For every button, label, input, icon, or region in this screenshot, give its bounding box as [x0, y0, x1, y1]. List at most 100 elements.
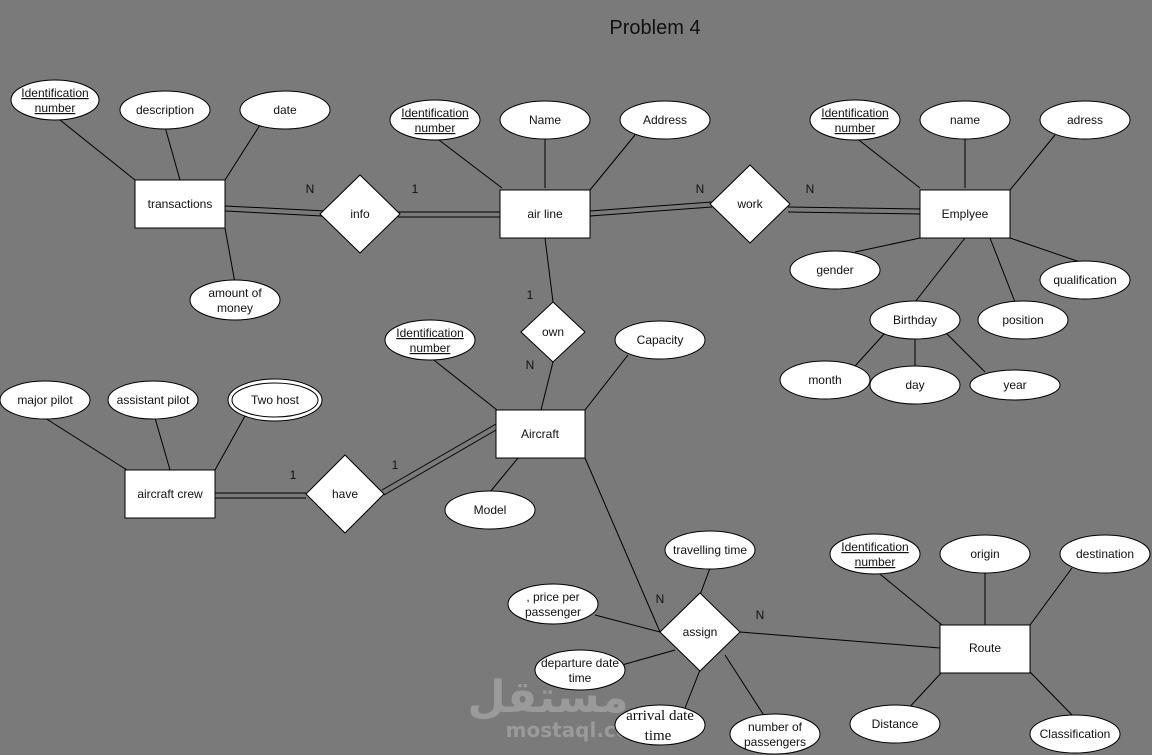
- attr-employee-gender: gender: [789, 250, 881, 290]
- relationship-info: info: [319, 174, 401, 254]
- attr-employee-address: adress: [1039, 100, 1131, 140]
- attr-transactions-date-label: date: [273, 103, 297, 117]
- entity-crew-label: aircraft crew: [137, 487, 203, 501]
- attr-airline-id-line2: number: [415, 121, 456, 135]
- connectors: [44, 119, 1081, 719]
- attr-birthday-year: year: [969, 369, 1061, 401]
- cardinality-work-employee: N: [806, 182, 815, 196]
- attr-assign-arrival: arrival date time: [614, 704, 706, 746]
- entity-employee: Emplyee: [919, 189, 1011, 239]
- attr-assign-departure: departure date time: [534, 649, 626, 691]
- relationship-have: have: [305, 454, 385, 534]
- cardinality-info-airline: 1: [412, 182, 419, 196]
- relationship-own-label: own: [542, 325, 564, 339]
- entity-employee-label: Emplyee: [942, 207, 989, 221]
- entity-route-label: Route: [969, 641, 1001, 655]
- attr-assign-num-passengers-line2: passengers: [744, 735, 806, 749]
- attr-assign-departure-line2: time: [569, 671, 592, 685]
- relationship-work: work: [709, 164, 791, 244]
- entity-transactions-label: transactions: [148, 197, 213, 211]
- attr-route-id-line1: Identification: [841, 540, 908, 554]
- attr-airline-address-label: Address: [643, 113, 687, 127]
- entity-airline-label: air line: [527, 207, 563, 221]
- attr-assign-travelling-time: travelling time: [664, 530, 756, 570]
- cardinality-work-airline: N: [696, 182, 705, 196]
- cardinality-own-aircraft: N: [526, 358, 535, 372]
- entity-route: Route: [939, 624, 1031, 674]
- attr-aircraft-model-label: Model: [474, 503, 507, 517]
- diagram-title: Problem 4: [609, 17, 700, 39]
- attr-route-destination: destination: [1059, 534, 1151, 574]
- attr-employee-qualification: qualification: [1039, 260, 1131, 300]
- attr-employee-qualification-label: qualification: [1053, 273, 1116, 287]
- attr-route-distance: Distance: [849, 704, 941, 744]
- attr-airline-name: Name: [499, 100, 591, 140]
- attr-employee-id: Identification number: [809, 99, 901, 141]
- attr-assign-arrival-line2: time: [645, 728, 672, 744]
- attr-airline-id-line1: Identification: [401, 106, 468, 120]
- attr-assign-price-line2: passenger: [525, 605, 581, 619]
- attr-crew-two-host-label: Two host: [251, 393, 300, 407]
- relationship-assign: assign: [659, 592, 741, 672]
- cardinality-own-airline: 1: [527, 288, 534, 302]
- attr-assign-num-passengers-line1: number of: [748, 720, 803, 734]
- attr-employee-address-label: adress: [1067, 113, 1103, 127]
- relationship-info-label: info: [350, 207, 370, 221]
- attr-transactions-id: Identification number: [10, 79, 100, 121]
- attr-transactions-id-line1: Identification: [21, 86, 88, 100]
- attr-route-origin: origin: [939, 534, 1031, 574]
- attr-employee-position: position: [977, 300, 1069, 340]
- cardinality-assign-route: N: [756, 608, 765, 622]
- attr-employee-id-line2: number: [835, 121, 876, 135]
- entity-airline: air line: [499, 189, 591, 239]
- relationship-have-label: have: [332, 487, 358, 501]
- attr-crew-major-pilot-label: major pilot: [17, 393, 73, 407]
- attr-airline-name-label: Name: [529, 113, 561, 127]
- attr-route-origin-label: origin: [970, 547, 999, 561]
- attr-route-destination-label: destination: [1076, 547, 1134, 561]
- attr-employee-name-label: name: [950, 113, 980, 127]
- attr-birthday-year-label: year: [1003, 378, 1026, 392]
- entity-crew: aircraft crew: [124, 469, 216, 519]
- attr-assign-price: , price per passenger: [507, 583, 599, 625]
- attr-aircraft-id-line2: number: [410, 341, 451, 355]
- attr-employee-name: name: [919, 100, 1011, 140]
- attr-birthday-month: month: [779, 360, 871, 400]
- cardinalities: N 1 N N 1 N 1 1 N N: [290, 182, 815, 622]
- attr-birthday-month-label: month: [808, 373, 841, 387]
- entity-aircraft: Aircraft: [495, 409, 586, 459]
- attr-aircraft-id: Identification number: [384, 319, 476, 361]
- attr-route-classification: Classification: [1029, 714, 1121, 754]
- cardinality-assign-aircraft: N: [656, 592, 665, 606]
- attr-route-id: Identification number: [829, 533, 921, 575]
- attr-transactions-date: date: [239, 90, 331, 130]
- attr-assign-travelling-time-label: travelling time: [673, 543, 747, 557]
- relationship-assign-label: assign: [683, 625, 718, 639]
- attr-transactions-amount: amount of money: [189, 279, 281, 321]
- attr-transactions-id-line2: number: [35, 101, 76, 115]
- relationship-work-label: work: [736, 197, 763, 211]
- attr-employee-gender-label: gender: [816, 263, 853, 277]
- attr-assign-price-line1: , price per: [526, 590, 579, 604]
- attr-aircraft-capacity: Capacity: [614, 320, 706, 360]
- attr-route-classification-label: Classification: [1040, 727, 1111, 741]
- attr-assign-arrival-line1: arrival date: [626, 708, 694, 724]
- attr-airline-id: Identification number: [389, 99, 481, 141]
- attr-employee-id-line1: Identification: [821, 106, 888, 120]
- cardinality-have-aircraft: 1: [392, 458, 399, 472]
- attr-aircraft-capacity-label: Capacity: [637, 333, 684, 347]
- attr-employee-position-label: position: [1002, 313, 1043, 327]
- attr-birthday-day-label: day: [905, 378, 924, 392]
- entity-aircraft-label: Aircraft: [521, 427, 560, 441]
- attr-transactions-amount-line2: money: [217, 301, 253, 315]
- attr-assign-num-passengers: number of passengers: [729, 713, 821, 755]
- attr-crew-assistant-pilot: assistant pilot: [107, 380, 199, 420]
- attr-transactions-amount-line1: amount of: [208, 286, 262, 300]
- attr-route-id-line2: number: [855, 555, 896, 569]
- cardinality-info-transactions: N: [306, 182, 315, 196]
- attr-birthday-day: day: [869, 365, 961, 405]
- attr-aircraft-id-line1: Identification: [396, 326, 463, 340]
- attr-airline-address: Address: [619, 100, 711, 140]
- attr-aircraft-model: Model: [444, 490, 536, 530]
